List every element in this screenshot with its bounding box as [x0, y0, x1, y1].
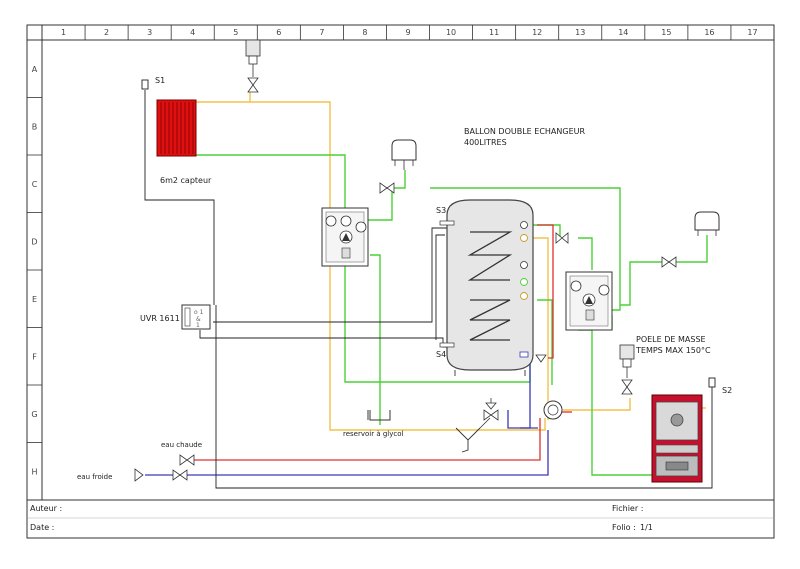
column-number: 9 [405, 28, 410, 37]
sensor-s1 [141, 79, 149, 90]
tank-title-line-1: BALLON DOUBLE ECHANGEUR [464, 127, 585, 136]
column-number: 11 [489, 28, 499, 37]
svg-text:o 1: o 1 [194, 309, 204, 316]
column-number: 14 [618, 28, 628, 37]
sensor-s3-label: S3 [436, 206, 446, 215]
author-label: Auteur : [30, 504, 62, 513]
double-exchanger-tank [439, 199, 534, 376]
valve-vessel-stove [661, 256, 677, 268]
column-number: 15 [661, 28, 671, 37]
file-label: Fichier : [612, 504, 643, 513]
expansion-vessel-stove [694, 211, 720, 236]
folio-value: 1/1 [640, 523, 653, 532]
stove-label-line-1: POELE DE MASSE [636, 335, 706, 344]
column-number: 17 [747, 28, 757, 37]
hot-water-valve [179, 454, 195, 466]
sensor-s4-label: S4 [436, 350, 446, 359]
drain-funnel [455, 417, 491, 453]
column-number: 5 [233, 28, 238, 37]
sensor-s2-label: S2 [722, 386, 732, 395]
stove-pump-station [565, 271, 613, 331]
row-letter: E [32, 295, 37, 304]
column-number: 10 [446, 28, 456, 37]
cold-water-inlet [134, 468, 144, 482]
glycol-reservoir [369, 410, 391, 421]
column-number: 3 [147, 28, 152, 37]
row-letter: H [31, 467, 37, 476]
fill-valve-top [245, 39, 261, 93]
sensor-s2 [708, 377, 716, 388]
collector-label: 6m2 capteur [160, 176, 212, 185]
valve-vessel-solar [379, 182, 395, 194]
cold-water-label: eau froide [77, 473, 112, 481]
column-number: 13 [575, 28, 585, 37]
folio-label: Folio : [612, 523, 636, 532]
sensor-wiring [144, 90, 713, 489]
row-ruler: A B C D E F G H [27, 65, 42, 501]
row-letter: A [32, 65, 38, 74]
column-number: 16 [704, 28, 714, 37]
tank-title-line-2: 400LITRES [464, 138, 507, 147]
hot-water-pipe [193, 224, 572, 461]
glycol-label: reservoir à glycol [343, 430, 404, 438]
mass-stove [651, 394, 703, 483]
tank-outlet-valve [555, 232, 569, 244]
column-number: 2 [104, 28, 109, 37]
stove-safety-valve [619, 344, 635, 395]
svg-text:1: 1 [196, 322, 200, 329]
sensor-s1-label: S1 [155, 76, 165, 85]
column-number: 12 [532, 28, 542, 37]
title-block: Auteur : Date : Fichier : Folio : 1/1 [27, 504, 774, 532]
date-label: Date : [30, 523, 54, 532]
column-number: 8 [362, 28, 367, 37]
controller-label: UVR 1611 [140, 314, 180, 323]
row-letter: C [32, 180, 38, 189]
dhw-circulator [543, 400, 563, 420]
row-letter: B [32, 122, 38, 131]
tank-check-valve [535, 354, 547, 363]
svg-text:&: & [196, 316, 201, 323]
solar-pump-station [321, 207, 369, 267]
column-number: 6 [276, 28, 281, 37]
hot-water-label: eau chaude [161, 441, 202, 449]
column-number: 1 [61, 28, 66, 37]
column-number: 7 [319, 28, 324, 37]
thermostatic-mixer [483, 398, 499, 421]
row-letter: G [31, 410, 37, 419]
stove-label-line-2: TEMPS MAX 150°C [635, 346, 711, 355]
row-letter: F [32, 352, 37, 361]
cold-water-valve [172, 469, 188, 481]
column-number: 4 [190, 28, 195, 37]
row-letter: D [31, 237, 37, 246]
expansion-vessel-solar [391, 139, 417, 170]
uvr-controller: o 1 & 1 [181, 304, 211, 330]
drawing-frame [26, 24, 775, 539]
solar-collector [156, 99, 197, 157]
